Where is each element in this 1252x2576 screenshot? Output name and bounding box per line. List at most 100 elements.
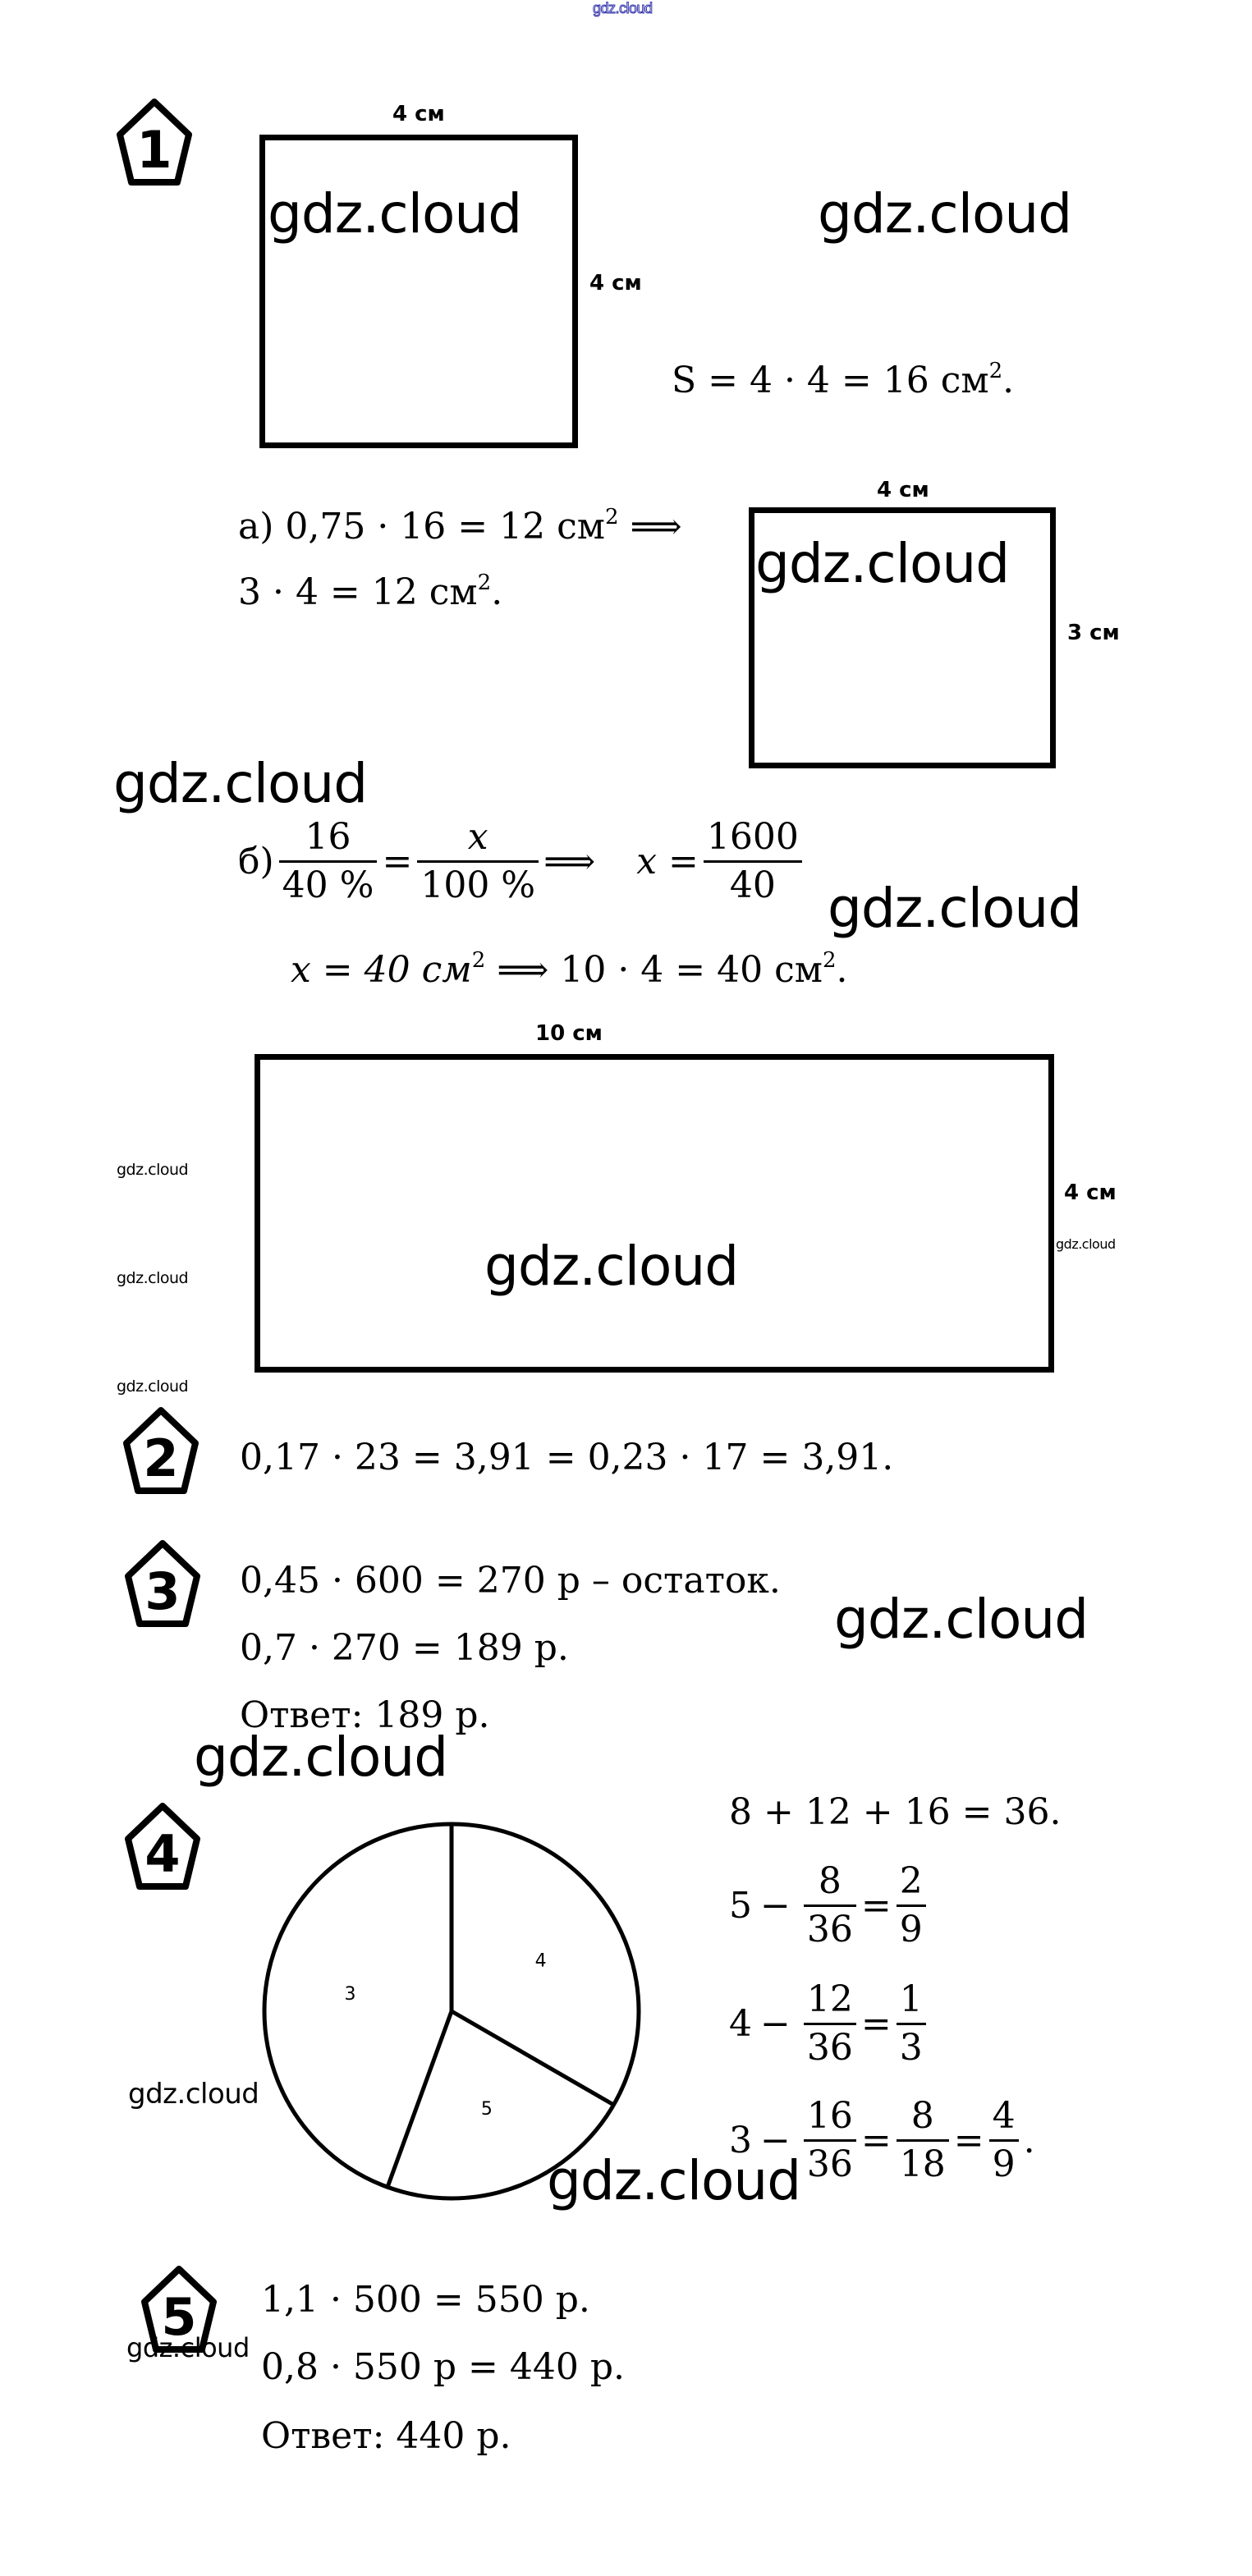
rect-a-side-label: 3 см bbox=[1067, 621, 1120, 645]
grade: 5 bbox=[729, 1884, 752, 1927]
top-watermark: gdz.cloud bbox=[593, 0, 654, 17]
task2-line: 0,17 · 23 = 3,91 = 0,23 · 17 = 3,91. bbox=[240, 1437, 894, 1478]
equals-sign: = bbox=[860, 1884, 892, 1927]
fraction-bar bbox=[703, 860, 802, 864]
task3-answer: Ответ: 189 р. bbox=[240, 1694, 490, 1736]
task5-line-2: 0,8 · 550 р = 440 р. bbox=[261, 2346, 626, 2388]
minus-sign: − bbox=[760, 1884, 791, 1927]
fraction-denominator: 9 bbox=[992, 2143, 1016, 2186]
part-a-line-2-exp: 2 bbox=[477, 571, 492, 595]
watermark: gdz.cloud bbox=[828, 877, 1082, 940]
fraction-numerator: 16 bbox=[806, 2095, 853, 2137]
pie-slice-label: 3 bbox=[345, 1984, 356, 2005]
pie-chart: 4 5 3 bbox=[262, 1822, 641, 2201]
part-b-prefix: б) bbox=[238, 840, 274, 882]
fraction-numerator: 4 bbox=[992, 2095, 1016, 2137]
task-number: 5 bbox=[161, 2287, 196, 2347]
part-a-line-2-text: 3 · 4 = 12 см bbox=[238, 571, 478, 613]
watermark: gdz.cloud bbox=[117, 1269, 189, 1287]
fraction: 2 9 bbox=[896, 1860, 926, 1950]
fraction-bar bbox=[417, 860, 539, 864]
fraction-denominator: 3 bbox=[899, 2027, 923, 2070]
part-b-line-2-mid: ⟹ 10 · 4 = 40 см bbox=[485, 949, 823, 991]
fraction-numerator: 8 bbox=[818, 1860, 842, 1902]
watermark: gdz.cloud bbox=[268, 182, 522, 245]
equals-sign: = bbox=[860, 2002, 892, 2045]
part-a-line-1-exp: 2 bbox=[604, 505, 619, 529]
task-number-badge-1: 1 bbox=[117, 99, 192, 186]
watermark: gdz.cloud bbox=[126, 2332, 250, 2363]
area-formula-tail: . bbox=[1002, 360, 1015, 401]
pie-slice-label: 5 bbox=[481, 2099, 493, 2120]
part-b-proportion: б) 16 40 % = x 100 % ⟹ x = 1600 40 bbox=[238, 816, 807, 907]
task5-answer: Ответ: 440 р. bbox=[261, 2415, 511, 2457]
watermark: gdz.cloud bbox=[547, 2149, 801, 2212]
watermark: gdz.cloud bbox=[818, 182, 1072, 245]
fraction-bar bbox=[803, 2139, 856, 2143]
pie-slice-boundary bbox=[385, 2010, 454, 2189]
grade: 3 bbox=[729, 2119, 752, 2161]
fraction: 8 36 bbox=[803, 1860, 856, 1951]
fraction-numerator: x bbox=[467, 816, 488, 858]
square-side-label: 4 см bbox=[589, 271, 642, 296]
part-a-line-1: а) 0,75 · 16 = 12 см2 ⟹ bbox=[238, 506, 682, 548]
part-b-line-2-exp: 2 bbox=[823, 948, 837, 973]
fraction: 4 9 bbox=[988, 2095, 1019, 2186]
fraction-denominator: 36 bbox=[806, 2143, 853, 2186]
equals-sign: = bbox=[953, 2119, 984, 2161]
area-formula-text: S = 4 · 4 = 16 см bbox=[672, 360, 989, 401]
task-number: 2 bbox=[143, 1428, 178, 1488]
area-formula-exp: 2 bbox=[988, 359, 1003, 383]
period: . bbox=[1023, 2119, 1035, 2161]
fraction-bar bbox=[803, 1904, 856, 1908]
fraction-numerator: 12 bbox=[806, 1978, 853, 2020]
part-b-line-2-text: x = 40 см bbox=[291, 949, 472, 991]
implies-arrow: ⟹ bbox=[618, 506, 682, 548]
fraction-bar bbox=[803, 2023, 856, 2026]
fraction-denominator: 100 % bbox=[420, 864, 536, 907]
implies-arrow: ⟹ bbox=[543, 840, 596, 882]
pie-slice-label: 4 bbox=[535, 1950, 547, 1971]
rect-b-figure bbox=[255, 1054, 1054, 1373]
fraction: 1 3 bbox=[896, 1979, 926, 2070]
part-b-line-2: x = 40 см2 ⟹ 10 · 4 = 40 см2. bbox=[291, 949, 848, 991]
task-number: 1 bbox=[136, 120, 172, 180]
watermark: gdz.cloud bbox=[128, 2078, 259, 2111]
task-number-badge-2: 2 bbox=[123, 1407, 199, 1494]
part-a-line-2: 3 · 4 = 12 см2. bbox=[238, 572, 502, 611]
pentagon-icon bbox=[125, 1803, 200, 1890]
fraction-denominator: 18 bbox=[899, 2143, 946, 2186]
pie-slice-boundary bbox=[450, 2009, 615, 2107]
rect-b-side-label: 4 см bbox=[1064, 1180, 1117, 1205]
task3-line-1: 0,45 · 600 = 270 р – остаток. bbox=[240, 1560, 781, 1602]
rect-a-top-label: 4 см bbox=[877, 478, 929, 502]
fraction: 1600 40 bbox=[703, 817, 802, 906]
fraction-denominator: 40 % bbox=[282, 864, 374, 907]
watermark: gdz.cloud bbox=[117, 1377, 189, 1396]
task-number-badge-3: 3 bbox=[125, 1540, 200, 1627]
pentagon-icon bbox=[117, 99, 192, 186]
area-formula: S = 4 · 4 = 16 см2. bbox=[672, 360, 1015, 401]
minus-sign: − bbox=[760, 2002, 791, 2045]
fraction-denominator: 36 bbox=[806, 1909, 853, 1951]
fraction-bar bbox=[896, 1904, 926, 1908]
pentagon-icon bbox=[125, 1540, 200, 1627]
fraction-denominator: 36 bbox=[806, 2027, 853, 2070]
watermark: gdz.cloud bbox=[1056, 1236, 1116, 1252]
task4-sum: 8 + 12 + 16 = 36. bbox=[729, 1791, 1062, 1833]
square-figure bbox=[259, 135, 578, 448]
watermark: gdz.cloud bbox=[484, 1235, 739, 1298]
fraction: 16 40 % bbox=[278, 816, 378, 907]
watermark: gdz.cloud bbox=[117, 1161, 189, 1179]
fraction-numerator: 2 bbox=[899, 1860, 923, 1902]
fraction-numerator: 16 bbox=[305, 816, 351, 858]
rect-a-figure bbox=[749, 507, 1056, 768]
fraction-bar bbox=[278, 860, 378, 864]
square-top-label: 4 см bbox=[392, 102, 445, 126]
task-number-badge-4: 4 bbox=[125, 1803, 200, 1890]
x-equals: x = bbox=[636, 840, 699, 882]
part-a-line-2-tail: . bbox=[491, 571, 503, 613]
minus-sign: − bbox=[760, 2119, 791, 2161]
task3-line-2: 0,7 · 270 = 189 р. bbox=[240, 1627, 569, 1669]
watermark: gdz.cloud bbox=[113, 752, 368, 815]
